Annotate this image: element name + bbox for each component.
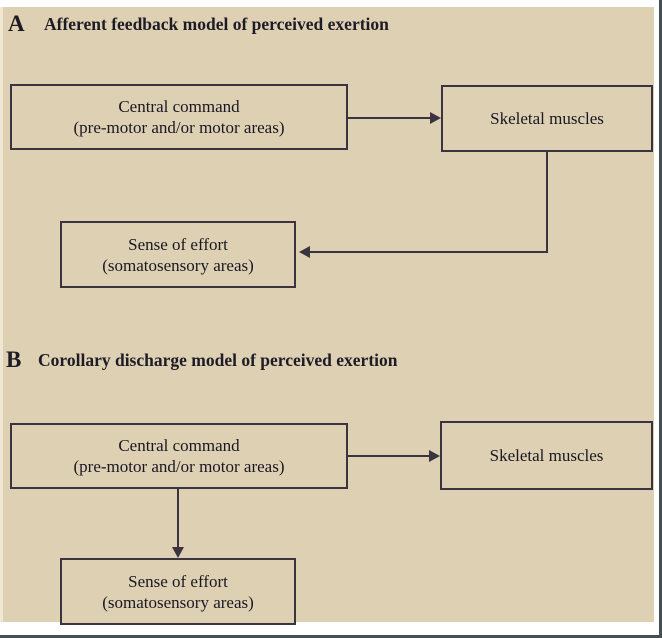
- panel-b-arrow-vline-command-to-effort: [177, 489, 179, 548]
- panel-a-sense-of-effort-line1: Sense of effort: [128, 234, 228, 254]
- panel-a-central-command-box[interactable]: Central command (pre-motor and/or motor …: [10, 84, 348, 150]
- panel-a-sense-of-effort-line2: (somatosensory areas): [102, 255, 254, 275]
- panel-b-arrowhead-command-to-effort: [172, 547, 184, 558]
- panel-b-sense-of-effort-line2: (somatosensory areas): [102, 592, 254, 612]
- page-left-margin: [0, 7, 3, 622]
- panel-a-letter: A: [8, 11, 25, 36]
- panel-a-skeletal-muscles-line1: Skeletal muscles: [490, 109, 604, 128]
- panel-b-skeletal-muscles-line1: Skeletal muscles: [489, 446, 604, 465]
- panel-b-sense-of-effort-box[interactable]: Sense of effort (somatosensory areas): [60, 558, 296, 625]
- panel-a-skeletal-muscles-box[interactable]: Skeletal muscles: [441, 85, 653, 152]
- panel-b-title: Corollary discharge model of perceived e…: [38, 350, 398, 370]
- panel-a-sense-of-effort-box[interactable]: Sense of effort (somatosensory areas): [60, 221, 296, 288]
- panel-a-arrowhead-muscles-to-effort: [299, 246, 310, 258]
- panel-a-central-command-line1: Central command: [118, 97, 240, 116]
- panel-a-central-command-line2: (pre-motor and/or motor areas): [73, 118, 285, 137]
- panel-a-arrow-vline-muscles-to-effort: [546, 152, 548, 253]
- panel-a-arrow-line-command-to-muscles: [348, 117, 431, 119]
- panel-b-central-command-line1: Central command: [118, 436, 240, 455]
- panel-a-arrowhead-command-to-muscles: [430, 112, 441, 124]
- panel-a-title: Afferent feedback model of perceived exe…: [44, 14, 389, 34]
- panel-b-arrowhead-command-to-muscles: [429, 450, 440, 462]
- panel-b-sense-of-effort-line1: Sense of effort: [128, 571, 228, 591]
- panel-a-arrow-hline-muscles-to-effort: [310, 251, 548, 253]
- panel-b-skeletal-muscles-box[interactable]: Skeletal muscles: [440, 421, 653, 490]
- panel-b-central-command-line2: (pre-motor and/or motor areas): [73, 457, 285, 476]
- panel-b-central-command-box[interactable]: Central command (pre-motor and/or motor …: [10, 423, 348, 489]
- panel-b-arrow-line-command-to-muscles: [348, 455, 430, 457]
- panel-b-letter: B: [6, 347, 22, 372]
